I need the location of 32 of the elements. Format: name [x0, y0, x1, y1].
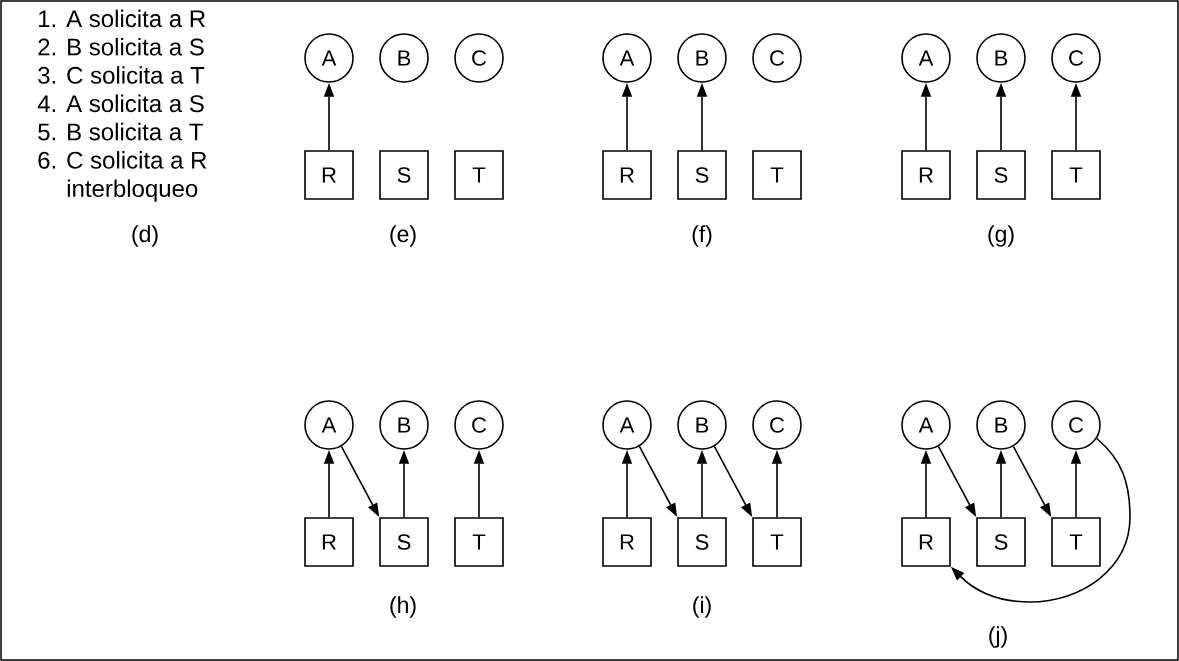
- resource-box: S: [976, 150, 1026, 200]
- panel-caption: (i): [693, 596, 711, 618]
- resource-box: T: [1051, 517, 1101, 567]
- resource-box: R: [304, 150, 354, 200]
- resource-box: R: [602, 517, 652, 567]
- resource-box: T: [1051, 150, 1101, 200]
- resource-box: T: [752, 150, 802, 200]
- resource-box: S: [677, 517, 727, 567]
- panel-caption: (d): [132, 225, 158, 247]
- resource-box: T: [454, 517, 504, 567]
- list-item: 6. C solicita a R: [38, 151, 207, 169]
- list-item: 1. A solicita a R: [39, 9, 205, 28]
- list-item: 2. B solicita a S: [38, 37, 204, 56]
- resource-box: S: [379, 517, 429, 567]
- panel-caption: (h): [390, 596, 416, 618]
- panel-caption: (j): [989, 626, 1007, 648]
- resource-box: R: [901, 517, 951, 567]
- resource-box: S: [976, 517, 1026, 567]
- panel-caption: (f): [692, 225, 712, 247]
- resource-box: R: [901, 150, 951, 200]
- list-item: 5. B solicita a T: [38, 122, 203, 141]
- resource-box: T: [752, 517, 802, 567]
- resource-box: R: [304, 517, 354, 567]
- panel-caption: (g): [988, 225, 1014, 247]
- panel-caption: (e): [390, 225, 416, 247]
- resource-box: T: [454, 150, 504, 200]
- resource-box: S: [677, 150, 727, 200]
- result-text: interbloqueo: [67, 179, 198, 202]
- resource-box: R: [602, 150, 652, 200]
- list-item: 4. A solicita a S: [37, 94, 204, 113]
- resource-box: S: [379, 150, 429, 200]
- list-item: 3. C solicita a T: [38, 66, 205, 84]
